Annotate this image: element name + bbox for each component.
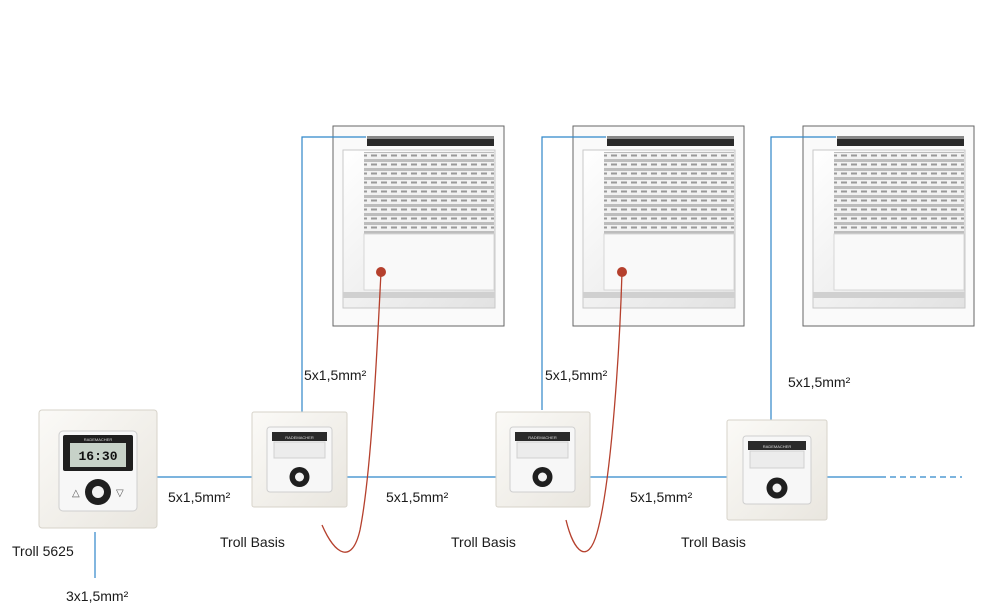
motor-cable-label-1: 5x1,5mm² bbox=[304, 367, 367, 383]
device-troll-basis-2: RADEMACHER bbox=[495, 411, 591, 508]
device-troll-5625: 16:30 RADEMACHER △ ▽ bbox=[38, 409, 158, 529]
motor-wire-1 bbox=[301, 136, 366, 412]
wires bbox=[94, 136, 962, 578]
device-troll-basis-1: RADEMACHER bbox=[251, 411, 348, 508]
brand-label-master: RADEMACHER bbox=[84, 437, 113, 442]
sensor-cables bbox=[321, 267, 627, 553]
roller-shutter-3 bbox=[834, 152, 964, 234]
window-1 bbox=[332, 125, 505, 327]
motor-wire-2 bbox=[541, 136, 606, 410]
motor-wire-3 bbox=[770, 136, 836, 420]
window-2 bbox=[572, 125, 745, 327]
bus-cable-label-3: 5x1,5mm² bbox=[630, 489, 693, 505]
sensor-dot-2 bbox=[617, 267, 627, 277]
up-arrow-icon: △ bbox=[72, 488, 80, 499]
roller-shutter-1 bbox=[364, 152, 494, 234]
window-3 bbox=[802, 125, 975, 327]
device-label-slave-1: Troll Basis bbox=[220, 534, 285, 550]
sensor-dot-1 bbox=[376, 267, 386, 277]
brand-label-1: RADEMACHER bbox=[285, 435, 314, 440]
display-time: 16:30 bbox=[78, 449, 117, 464]
roller-shutter-2 bbox=[604, 152, 734, 234]
sensor-cable-1 bbox=[321, 271, 382, 553]
down-arrow-icon: ▽ bbox=[116, 488, 124, 499]
device-troll-basis-3: RADEMACHER bbox=[726, 419, 828, 521]
shutter-box-3 bbox=[837, 136, 964, 146]
mains-cable-label: 3x1,5mm² bbox=[66, 588, 129, 604]
shutter-box-1 bbox=[367, 136, 494, 146]
device-label-master: Troll 5625 bbox=[12, 543, 74, 559]
device-label-slave-2: Troll Basis bbox=[451, 534, 516, 550]
motor-cable-label-3: 5x1,5mm² bbox=[788, 374, 851, 390]
motor-cable-label-2: 5x1,5mm² bbox=[545, 367, 608, 383]
shutter-box-2 bbox=[607, 136, 734, 146]
bus-cable-label-1: 5x1,5mm² bbox=[168, 489, 231, 505]
brand-label-3: RADEMACHER bbox=[763, 444, 792, 449]
sensor-cable-2 bbox=[565, 271, 623, 553]
device-label-slave-3: Troll Basis bbox=[681, 534, 746, 550]
bus-cable-label-2: 5x1,5mm² bbox=[386, 489, 449, 505]
brand-label-2: RADEMACHER bbox=[528, 435, 557, 440]
